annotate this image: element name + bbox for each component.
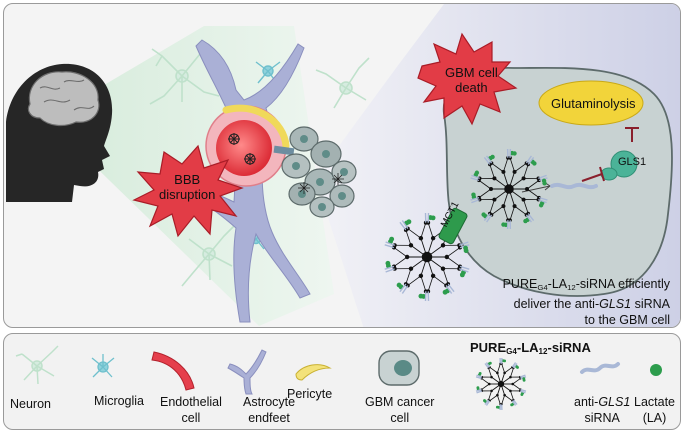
main-illustration <box>6 4 680 327</box>
death-label-line2: death <box>455 80 488 95</box>
legend-panel: Neuron Microglia Endothelial cell Astroc… <box>3 333 681 430</box>
lactate-icon <box>650 364 662 376</box>
legend-gbm-label: GBM cancer cell <box>365 394 434 426</box>
mct1-transporter <box>438 207 468 245</box>
inhibition-arrow-icon <box>581 166 605 182</box>
legend-antigls1-line2: siRNA <box>584 411 620 425</box>
blood-vessel-icon <box>205 104 295 187</box>
legend-lactate-label: Lactate (LA) <box>634 394 675 426</box>
sirna-icon <box>580 362 620 374</box>
legend-gbm-line2: cell <box>390 411 410 425</box>
legend-lactate-line1: Lactate <box>634 395 676 409</box>
neuron-icon <box>15 345 59 385</box>
delivery-line3: to the GBM cell <box>584 312 670 327</box>
legend-endothelial-label: Endothelial cell <box>160 394 222 426</box>
cell-death-burst <box>417 32 518 126</box>
legend-endothelial-line1: Endothelial <box>160 395 222 409</box>
bbb-disruption-label: BBB disruption <box>159 172 215 202</box>
nanoparticle-icon <box>475 357 527 411</box>
legend-gbm-line1: GBM cancer <box>365 395 435 409</box>
legend-pericyte-label: Pericyte <box>287 387 333 401</box>
legend-astrocyte-line1: Astrocyte <box>243 395 296 409</box>
delivery-line2: deliver the anti-GLS1 siRNA <box>513 296 670 311</box>
sirna-icon <box>550 182 598 190</box>
delivery-description: PUREG4-LA12-siRNA efficiently deliver th… <box>502 276 670 327</box>
legend-microglia-label: Microglia <box>94 394 145 408</box>
gbm-cell-icon <box>378 350 420 386</box>
legend-antigls1-line1: anti-GLS1 <box>574 395 631 409</box>
microglia-icon <box>91 354 115 378</box>
gbm-cell-death-label: GBM cell death <box>445 65 498 95</box>
glutaminolysis-ellipse <box>538 80 644 126</box>
gls1-enzyme <box>600 150 638 181</box>
bbb-label-line1: BBB <box>174 172 201 187</box>
nanoparticle-icon <box>470 148 548 230</box>
main-illustration-panel: BBB disruption GBM cell death Glutaminol… <box>3 3 681 328</box>
bbb-label-line2: disruption <box>159 187 216 202</box>
human-head-icon <box>6 63 113 203</box>
pericyte-icon <box>295 364 332 381</box>
legend-antigls1-label: anti-GLS1 siRNA <box>574 394 630 426</box>
brain-icon <box>27 71 100 127</box>
legend-icons <box>15 345 662 411</box>
death-label-line1: GBM cell <box>445 65 498 80</box>
bbb-disruption-burst <box>132 144 244 238</box>
legend-lactate-line2: (LA) <box>642 411 667 425</box>
endothelial-cell-icon <box>151 351 195 391</box>
legend-astrocyte-line2: endfeet <box>248 411 290 425</box>
astrocyte-endfeet-icon <box>227 349 267 395</box>
gls1-label: GLS1 <box>618 156 647 168</box>
legend-astrocyte-label: Astrocyte endfeet <box>243 394 295 426</box>
gbm-tumor-cluster <box>281 126 357 218</box>
delivery-line1: PUREG4-LA12-siRNA efficiently <box>502 277 670 292</box>
legend-endothelial-line2: cell <box>181 411 201 425</box>
legend-pure-title: PUREG4-LA12-siRNA <box>470 340 591 356</box>
inhibition-arrow-icon <box>625 127 639 142</box>
glutaminolysis-label: Glutaminolysis <box>551 96 636 111</box>
legend-neuron-label: Neuron <box>10 397 51 411</box>
